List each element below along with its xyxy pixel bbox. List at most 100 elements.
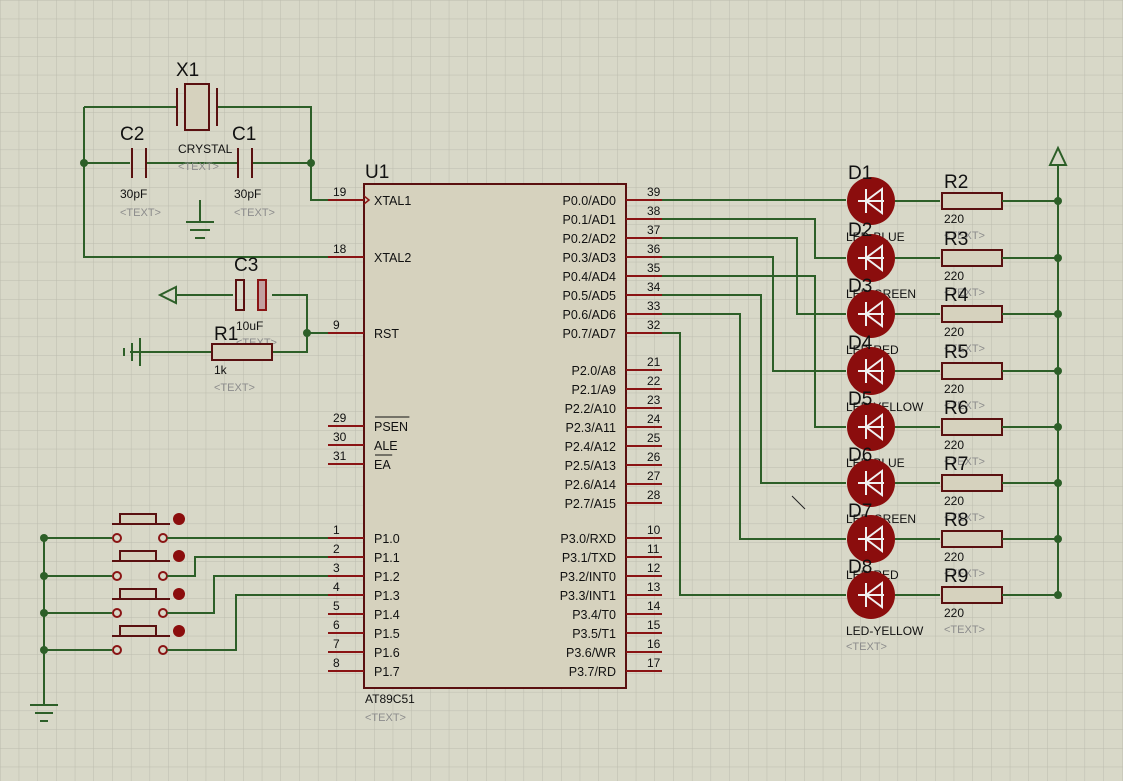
mcu-pin-p1-4[interactable]: 5P1.4 [328,599,400,622]
resistor-text-placeholder: <TEXT> [944,568,985,580]
resistor-value: 220 [944,494,964,508]
led-section: D1LED-BLUER2220<TEXT>D2LED-GREENR3220<TE… [662,145,1068,653]
resistor-ref: R7 [944,454,968,475]
resistor-text-placeholder: <TEXT> [944,400,985,412]
push-button-3[interactable] [40,575,328,618]
mcu-pin-number: 24 [647,412,661,426]
crystal-ref: X1 [176,60,199,81]
mcu-pin-name: P2.2/A10 [565,402,616,416]
mcu-pin-name: P3.4/T0 [572,608,616,622]
capacitor-c2[interactable]: C2 30pF <TEXT> [120,124,161,219]
mcu-pin-number: 14 [647,599,661,613]
mcu-pin-p1-5[interactable]: 6P1.5 [328,618,400,641]
mcu-pin-number: 30 [333,430,347,444]
mcu-pin-p1-0[interactable]: 1P1.0 [328,523,400,546]
mcu-pin-name: P1.7 [374,665,400,679]
mcu-pin-number: 33 [647,299,661,313]
mcu-ref: U1 [365,162,389,183]
mcu-pin-name: P0.3/AD3 [562,251,616,265]
mcu-pin-p1-2[interactable]: 3P1.2 [328,561,400,584]
mcu-pin-name: XTAL2 [374,251,411,265]
mcu-pin-name: P3.7/RD [569,665,616,679]
mcu-pin-p1-6[interactable]: 7P1.6 [328,637,400,660]
mcu-pin-number: 8 [333,656,340,670]
mcu-pin-name: P0.4/AD4 [562,270,616,284]
led-d5[interactable]: D5LED-BLUE [846,389,940,470]
mcu-pin-number: 39 [647,185,661,199]
resistor-value: 220 [944,438,964,452]
mcu-pin-number: 3 [333,561,340,575]
resistor-r6[interactable]: R6 220 <TEXT> [941,398,1062,468]
resistor-value: 220 [944,325,964,339]
oscillator-section: X1 CRYSTAL <TEXT> C2 30pF <TEXT> C1 30pF… [80,60,340,258]
mcu-u1[interactable]: U1 AT89C51 <TEXT> 19XTAL118XTAL29RST29PS… [328,162,662,724]
resistor-r1[interactable]: R1 1k <TEXT> [211,324,273,394]
mcu-pin-number: 6 [333,618,340,632]
led-route-wire [662,275,846,428]
stray-mark [791,495,806,510]
mcu-pin-p1-7[interactable]: 8P1.7 [328,656,400,679]
push-button-2[interactable] [40,550,328,581]
push-button-1[interactable] [40,513,328,543]
mcu-pin-p1-1[interactable]: 2P1.1 [328,542,400,565]
led-route-wire [662,313,846,540]
mcu-pin-number: 34 [647,280,661,294]
mcu-pin-name: EA [374,458,391,472]
led-ref: D1 [848,163,872,184]
resistor-ref: R4 [944,285,969,306]
led-ref: D7 [848,501,872,522]
mcu-pin-name: P2.0/A8 [572,364,617,378]
mcu-pin-number: 18 [333,242,347,256]
resistor-ref: R9 [944,566,968,587]
crystal-x1[interactable]: X1 CRYSTAL <TEXT> [176,60,233,173]
resistor-ref: R6 [944,398,968,419]
led-ref: D2 [848,220,872,241]
mcu-pin-p1-3[interactable]: 4P1.3 [328,580,400,603]
mcu-pin-name: P1.0 [374,532,400,546]
mcu-pin-number: 21 [647,355,661,369]
capacitor-c1[interactable]: C1 30pF <TEXT> [232,124,275,219]
c2-text-placeholder: <TEXT> [120,207,161,219]
push-button-4[interactable] [40,594,328,655]
